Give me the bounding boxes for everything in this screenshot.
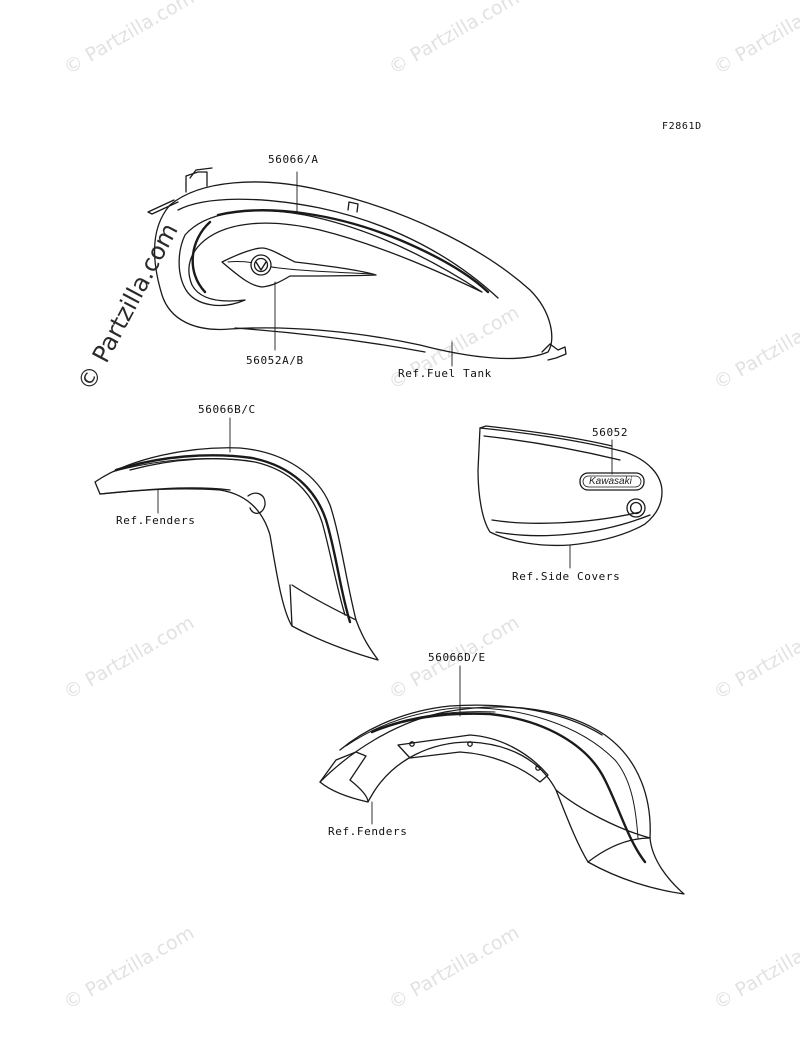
side-cover-drawing [477, 425, 663, 547]
callout-56066b-c[interactable]: 56066B/C [198, 403, 256, 416]
kawasaki-badge-text: Kawasaki [589, 476, 632, 487]
fuel-tank-drawing [147, 167, 567, 361]
ref-side-covers[interactable]: Ref.Side Covers [512, 570, 621, 583]
callout-56066d-e[interactable]: 56066D/E [428, 651, 486, 664]
callout-56052a-b[interactable]: 56052A/B [246, 354, 304, 367]
front-fender-drawing [94, 447, 379, 661]
ref-front-fenders[interactable]: Ref.Fenders [116, 514, 196, 527]
figure-code: F2861D [662, 121, 702, 132]
rear-fender-drawing [319, 704, 685, 895]
ref-fuel-tank[interactable]: Ref.Fuel Tank [398, 367, 492, 380]
callout-56052[interactable]: 56052 [592, 426, 629, 439]
ref-rear-fenders[interactable]: Ref.Fenders [328, 825, 408, 838]
leader-lines [157, 171, 613, 825]
callout-56066-a[interactable]: 56066/A [268, 153, 319, 166]
